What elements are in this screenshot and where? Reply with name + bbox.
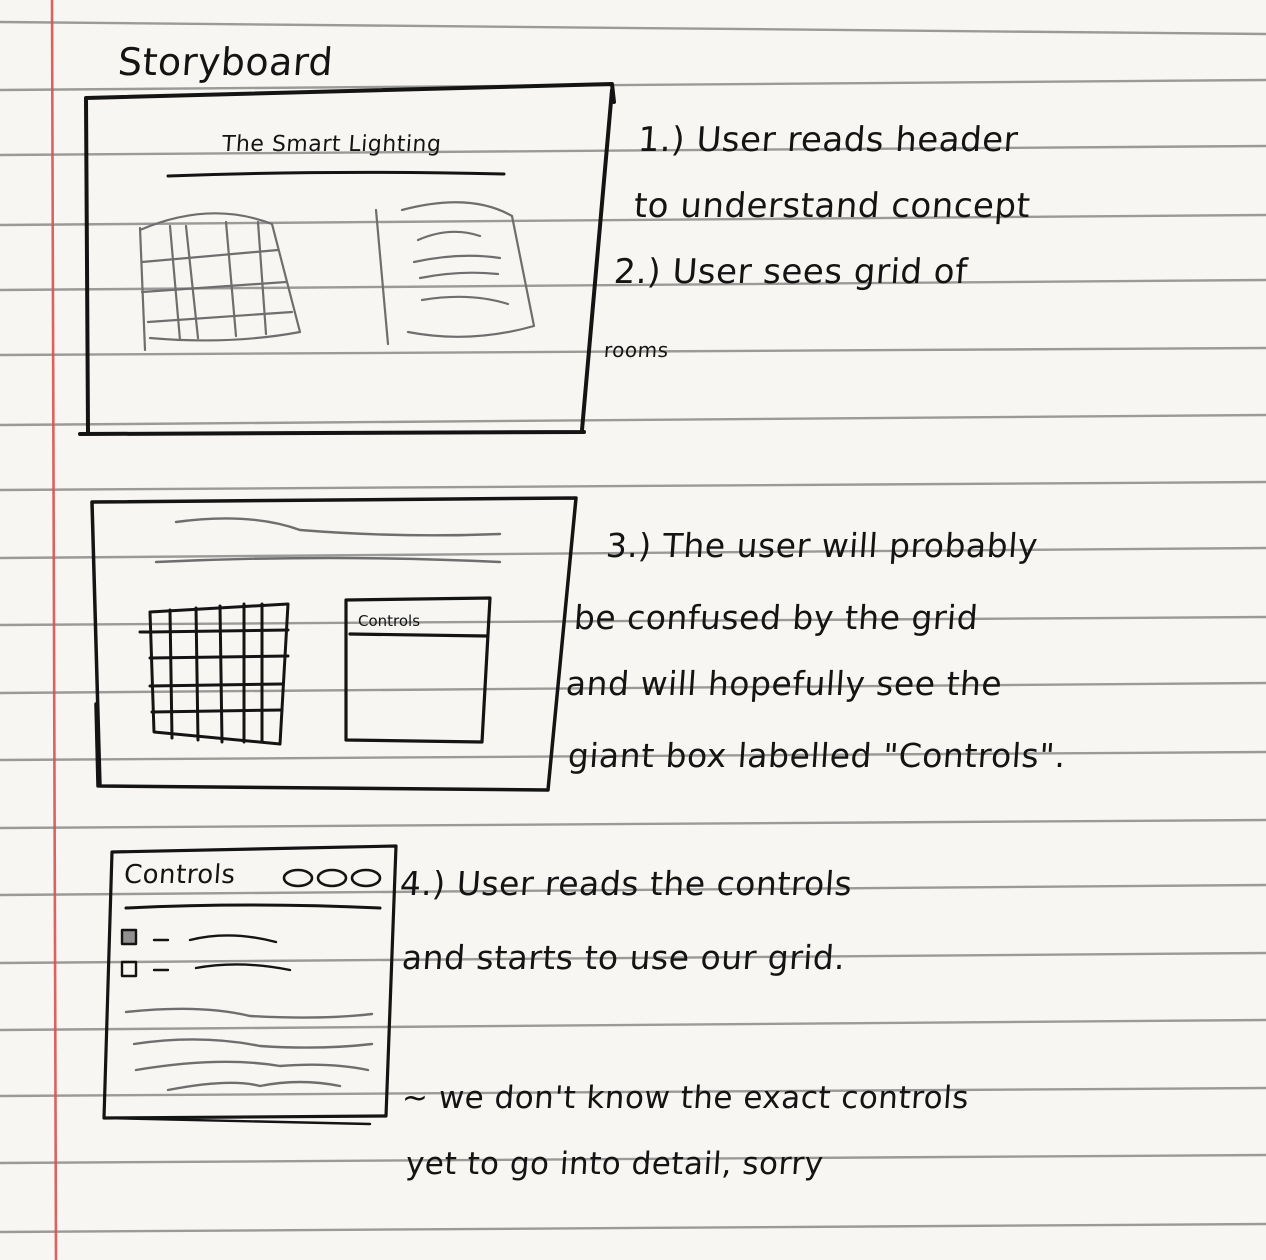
panel1-note-1: 1.) User reads header	[636, 120, 1020, 160]
panel2-controls-box	[344, 596, 492, 744]
ruled-lines	[0, 20, 1266, 1234]
panel2-controls-label: Controls	[358, 612, 420, 630]
panel1-sketch	[78, 82, 616, 436]
panel3-controls-label: Controls	[122, 860, 237, 890]
panel1-text-box-sketch	[374, 201, 536, 346]
panel3-note-4: yet to go into detail, sorry	[404, 1146, 825, 1182]
panel1-note-3: 2.) User sees grid of	[612, 252, 969, 292]
panel2-note-1: 3.) The user will probably	[604, 526, 1040, 565]
page-heading: Storyboard	[116, 40, 335, 84]
panel1-sketch-title: The Smart Lighting	[221, 132, 443, 157]
panel2-grid-sketch	[138, 602, 290, 746]
panel3-note-1: 4.) User reads the controls	[398, 864, 854, 903]
panel3-sketch	[102, 844, 398, 1126]
panel1-grid-sketch	[138, 212, 302, 352]
panel3-note-3: ~ we don't know the exact controls	[400, 1080, 971, 1116]
panel1-note-2: to understand concept	[632, 186, 1032, 226]
panel2-note-4: giant box labelled "Controls".	[566, 736, 1068, 775]
margin-line	[50, 0, 58, 1260]
panel1-note-4: rooms	[603, 338, 670, 362]
panel2-note-3: and will hopefully see the	[564, 664, 1004, 703]
panel2-note-2: be confused by the grid	[572, 598, 980, 637]
panel3-note-2: and starts to use our grid.	[400, 938, 847, 977]
panel2-sketch	[90, 496, 578, 792]
